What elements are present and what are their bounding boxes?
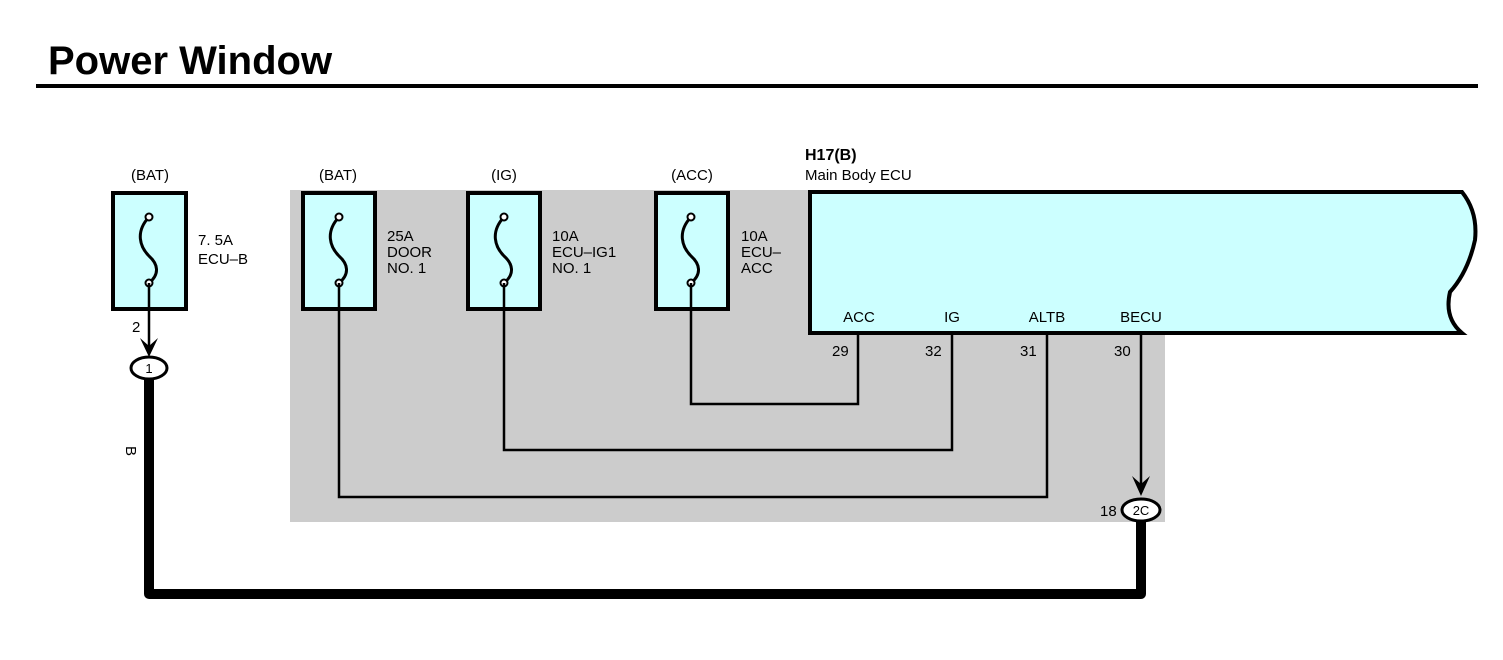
fuse-ecu-b-name: ECU–B <box>198 251 248 268</box>
fuse-ecu-ig1-top-terminal <box>499 212 509 222</box>
fuse-door-no1: (BAT) 25A DOOR NO. 1 <box>301 167 432 311</box>
terminal-acc-label: ACC <box>843 309 875 326</box>
wire-color-label: B <box>122 446 139 456</box>
connector-2c <box>1120 497 1162 523</box>
connector-1-label: 1 <box>145 361 152 376</box>
fuse-door-no1-source: (BAT) <box>319 167 357 184</box>
page-title: Power Window <box>48 39 333 83</box>
fuse-ecu-ig1-source: (IG) <box>491 167 517 184</box>
fuse-ecu-b: (BAT) 7. 5A ECU–B <box>111 167 248 311</box>
connector-2c-label: 2C <box>1133 503 1150 518</box>
fuse-door-no1-name-line2: NO. 1 <box>387 260 426 277</box>
fuse-ecu-acc-name-line1: ECU– <box>741 244 782 261</box>
fuse-ecu-b-link <box>138 215 158 285</box>
fuse-ecu-acc-name-line2: ACC <box>741 260 773 277</box>
fuse-ecu-b-top-terminal <box>144 212 154 222</box>
fuse-ecu-acc-link <box>680 215 700 285</box>
fuse-ecu-acc-rating: 10A <box>741 228 768 245</box>
arrow-becu <box>1132 476 1150 496</box>
pin-32-label: 32 <box>925 343 942 360</box>
fuse-ecu-ig1-link <box>493 215 513 285</box>
connector-1 <box>129 355 169 381</box>
harness-wire <box>144 375 1146 599</box>
ecu-name: Main Body ECU <box>805 167 912 184</box>
wire-altb <box>337 283 1049 499</box>
fuse-ecu-b-source: (BAT) <box>131 167 169 184</box>
fuse-door-no1-link <box>328 215 348 285</box>
arrow-ecu-b <box>140 338 158 357</box>
terminal-altb-label: ALTB <box>1029 309 1065 326</box>
fuse-ecu-ig1-name-line2: NO. 1 <box>552 260 591 277</box>
main-body-ecu-box <box>808 190 1478 335</box>
fuse-ecu-b-rating: 7. 5A <box>198 232 233 249</box>
pin-30-label: 30 <box>1114 343 1131 360</box>
fuse-ecu-acc-top-terminal <box>686 212 696 222</box>
fuse-door-no1-name-line1: DOOR <box>387 244 432 261</box>
wire-ig <box>502 283 954 452</box>
fuse-ecu-ig1-name-line1: ECU–IG1 <box>552 244 616 261</box>
wire-acc <box>689 283 860 406</box>
terminal-ig-label: IG <box>944 309 960 326</box>
fuse-ecu-acc-source: (ACC) <box>671 167 713 184</box>
terminal-becu-label: BECU <box>1120 309 1162 326</box>
pin-2-label: 2 <box>132 319 140 336</box>
fuse-door-no1-top-terminal <box>334 212 344 222</box>
ecu-code: H17(B) <box>805 147 857 164</box>
fuse-ecu-ig1-rating: 10A <box>552 228 579 245</box>
pin-29-label: 29 <box>832 343 849 360</box>
pin-31-label: 31 <box>1020 343 1037 360</box>
fuse-door-no1-rating: 25A <box>387 228 414 245</box>
pin-18-label: 18 <box>1100 503 1117 520</box>
